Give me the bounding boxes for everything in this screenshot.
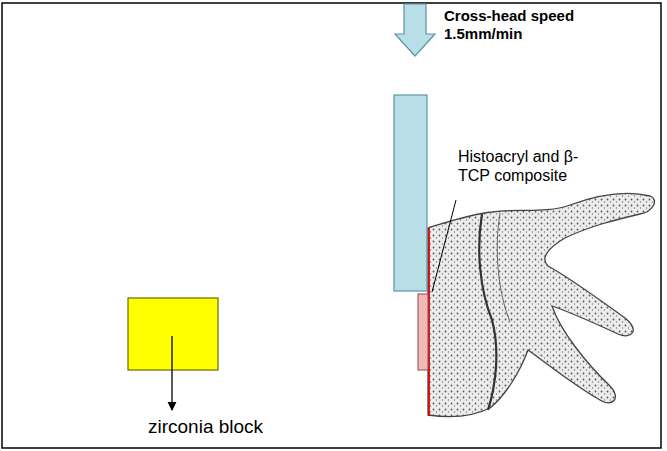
load-arrow	[395, 4, 435, 56]
tooth-drawing	[428, 194, 655, 417]
leader-arrow	[171, 336, 172, 410]
part-label: zirconia block	[148, 416, 348, 438]
zirconia-block	[128, 298, 218, 370]
part-label: Histoacryl and β-TCP composite	[458, 148, 608, 186]
loading-rod	[394, 95, 427, 291]
composite-layer	[418, 294, 428, 370]
leader-line	[432, 200, 456, 292]
frame	[2, 3, 661, 448]
load-label: Cross-head speed 1.5mm/min	[444, 7, 594, 42]
